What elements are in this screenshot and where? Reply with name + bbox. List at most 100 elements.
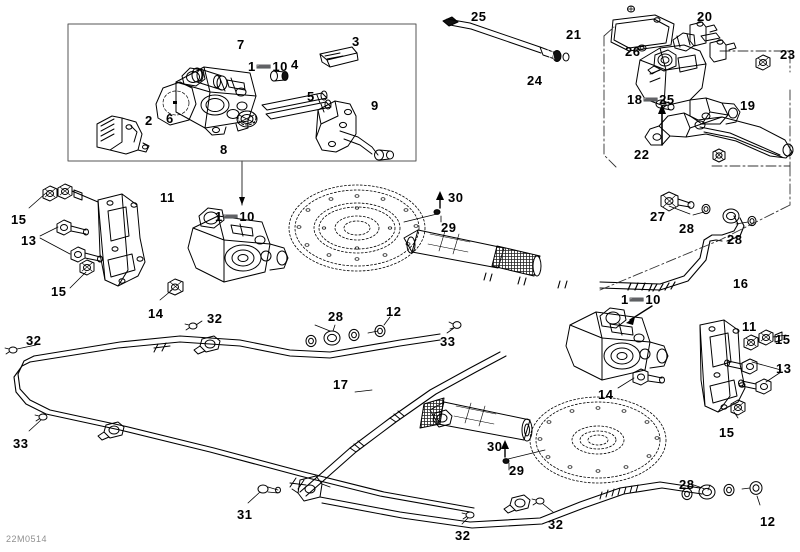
callout-7: 7 xyxy=(237,37,245,52)
part-31-junction-block xyxy=(247,475,331,504)
callout-18-to-25: 18➖25 xyxy=(627,92,675,107)
callout-28-a: 28 xyxy=(679,221,695,236)
part-30-disc-lower xyxy=(529,396,667,484)
disc-lower-perforations xyxy=(537,406,660,473)
callout-14-left: 14 xyxy=(148,306,164,321)
callout-19: 19 xyxy=(740,98,756,113)
part-29-disc-bolt-upper xyxy=(403,191,444,223)
callout-3: 3 xyxy=(352,34,360,49)
callout-30-lower: 30 xyxy=(487,439,503,454)
part-30-disc-upper xyxy=(288,184,426,272)
diagram-watermark: 22M0514 xyxy=(6,534,48,544)
part-21-reservoir-cover xyxy=(610,14,675,52)
part-13-bolts-left xyxy=(39,219,103,263)
part-11-bracket-left xyxy=(97,193,146,287)
callout-29-upper: 29 xyxy=(441,220,457,235)
callout-23: 23 xyxy=(780,47,796,62)
callout-15-c: 15 xyxy=(775,332,791,347)
part-33-clamp-left xyxy=(28,413,48,432)
callout-12-a: 12 xyxy=(386,304,402,319)
part-28-12-mid xyxy=(305,316,391,348)
callout-24: 24 xyxy=(527,73,543,88)
callout-28-b: 28 xyxy=(727,232,743,247)
callout-15-b: 15 xyxy=(51,284,67,299)
part-4-bleeder-screw xyxy=(270,70,289,82)
part-2-caliper-body xyxy=(155,66,257,136)
callout-4: 4 xyxy=(291,57,299,72)
part-33-clamp-on-line-3 xyxy=(503,494,531,514)
callout-1-to-10-right: 1➖10 xyxy=(621,292,661,307)
callout-32-a: 32 xyxy=(207,311,223,326)
line-17-sleeves xyxy=(349,410,405,453)
inset-frame xyxy=(67,23,417,162)
callout-1-to-10-inset: 1➖10 xyxy=(248,59,288,74)
disc-upper-perforations xyxy=(296,194,419,261)
part-14-bolt-left xyxy=(159,278,184,301)
callout-28-c: 28 xyxy=(328,309,344,324)
part-14-bolt-right xyxy=(617,368,665,389)
brake-line-lower-right xyxy=(319,481,703,529)
part-29-disc-bolt-lower xyxy=(501,440,546,471)
callout-32-c: 32 xyxy=(548,517,564,532)
line-break-marks xyxy=(153,342,307,490)
part-9-support-bracket xyxy=(315,100,394,161)
callout-11-left: 11 xyxy=(160,190,175,205)
part-28-12-lower-right xyxy=(681,481,763,506)
caliper-assembly-left xyxy=(187,207,289,283)
part-5-guide-pins xyxy=(261,90,332,120)
callout-25: 25 xyxy=(471,9,487,24)
part-33-clamp-mid xyxy=(446,321,462,334)
part-15-nuts-lower-left xyxy=(69,259,95,289)
callout-14-right: 14 xyxy=(598,387,614,402)
callout-32-d: 32 xyxy=(455,528,471,543)
callout-30-upper: 30 xyxy=(448,190,464,205)
part-15-nuts-upper-left xyxy=(42,183,99,203)
part-18-master-cylinder xyxy=(635,32,741,125)
part-16-hose-upper xyxy=(483,215,745,292)
callout-17: 17 xyxy=(333,377,349,392)
callout-8: 8 xyxy=(220,142,228,157)
part-15-nuts-right-upper xyxy=(743,329,787,351)
part-11-bracket-right xyxy=(699,319,746,413)
callout-29-lower: 29 xyxy=(509,463,525,478)
part-24-25-switch-lead xyxy=(442,16,570,62)
callout-28-d: 28 xyxy=(679,477,695,492)
part-32-screw-mid xyxy=(184,320,203,331)
part-23-nut xyxy=(755,54,771,71)
part-32-screws-lower xyxy=(461,497,554,525)
callout-22: 22 xyxy=(634,147,650,162)
part-17-line-lower xyxy=(299,351,507,497)
callout-33-a: 33 xyxy=(440,334,456,349)
part-32-screw-left xyxy=(4,344,37,355)
part-26-screw-top xyxy=(627,5,635,13)
part-22-pivot-bolt xyxy=(655,99,726,163)
brake-line-mid-upper xyxy=(13,333,475,513)
part-6-brake-pads xyxy=(96,115,150,155)
part-27-28-upper-fittings xyxy=(660,191,757,227)
callout-11-right: 11 xyxy=(742,319,757,334)
axle-boot-upper xyxy=(403,229,542,277)
callout-27: 27 xyxy=(650,209,666,224)
callout-16: 16 xyxy=(733,276,749,291)
callout-21: 21 xyxy=(566,27,582,42)
callout-33-b: 33 xyxy=(13,436,29,451)
callout-5: 5 xyxy=(307,89,315,104)
part-3-retainer-clip xyxy=(319,46,359,68)
callout-26: 26 xyxy=(625,44,641,59)
caliper-assembly-right xyxy=(565,307,669,381)
callout-13-left: 13 xyxy=(21,233,37,248)
part-13-bolts-right xyxy=(724,358,782,395)
part-15-nuts-right-lower xyxy=(730,399,746,419)
callout-2: 2 xyxy=(145,113,153,128)
callout-20: 20 xyxy=(697,9,713,24)
part-28-fitting-lower-left xyxy=(432,409,453,428)
part-33-clamp-on-line-2 xyxy=(97,421,125,441)
part-33-clamp-on-line-1 xyxy=(193,335,221,355)
callout-15-d: 15 xyxy=(719,425,735,440)
part-8-spring-washer xyxy=(236,110,258,128)
callout-12-b: 12 xyxy=(760,514,776,529)
callout-15-a: 15 xyxy=(11,212,27,227)
callout-31: 31 xyxy=(237,507,253,522)
